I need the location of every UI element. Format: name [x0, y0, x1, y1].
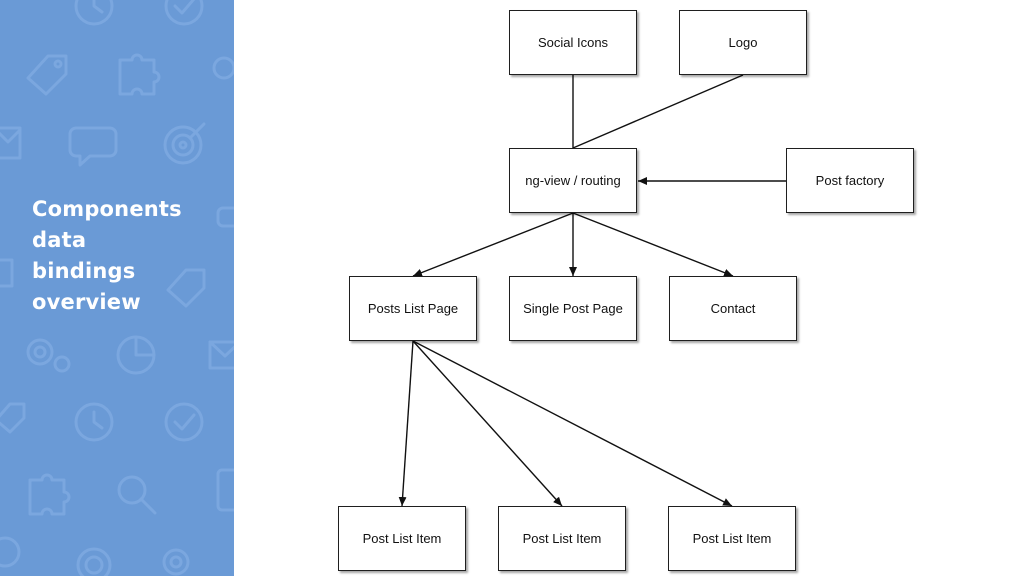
edge-posts-list-to-item-2: [412, 340, 563, 507]
slide-title: Components data bindings overview: [32, 194, 182, 318]
tag-icon: [26, 54, 68, 96]
chat-bubble-icon: [216, 206, 234, 228]
node-posts-list-page: Posts List Page: [349, 276, 477, 341]
slide-title-line: Components: [32, 197, 182, 221]
edge-routing-to-posts-list-page: [412, 212, 574, 277]
node-social-icons: Social Icons: [509, 10, 637, 75]
clock-icon: [74, 0, 114, 26]
node-routing: ng-view / routing: [509, 148, 637, 213]
tag-icon: [166, 268, 206, 308]
target-icon: [163, 122, 206, 165]
clock-icon: [0, 536, 21, 568]
node-post-list-item: Post List Item: [668, 506, 796, 571]
slide-title-line: bindings: [32, 259, 136, 283]
edge-routing-to-contact: [572, 212, 734, 277]
edge-posts-list-to-item-3: [412, 340, 733, 507]
clock-icon: [74, 402, 114, 442]
magnifier-icon: [117, 475, 157, 515]
gear-icon: [26, 338, 71, 373]
envelope-icon: [0, 258, 14, 288]
puzzle-icon: [118, 53, 161, 96]
diagram-canvas: Social Icons Logo ng-view / routing Post…: [234, 0, 1024, 576]
diagram-connectors: [398, 74, 786, 507]
checkmark-icon: [164, 402, 204, 442]
icon-pattern-background: [0, 0, 234, 576]
edge-posts-list-to-item-1: [398, 340, 414, 507]
slide-title-line: data: [32, 228, 87, 252]
puzzle-icon: [28, 473, 71, 516]
pie-chart-icon: [116, 335, 156, 375]
node-post-list-item: Post List Item: [498, 506, 626, 571]
node-contact: Contact: [669, 276, 797, 341]
magnifier-icon: [212, 56, 234, 80]
checkmark-icon: [216, 468, 234, 512]
node-post-factory: Post factory: [786, 148, 914, 213]
node-post-list-item: Post List Item: [338, 506, 466, 571]
target-icon: [76, 547, 112, 576]
sidebar-panel: Components data bindings overview: [0, 0, 234, 576]
edge-logo-to-routing: [572, 74, 744, 149]
chat-bubble-icon: [68, 126, 118, 167]
tag-icon: [0, 402, 26, 434]
checkmark-icon: [164, 0, 204, 26]
node-logo: Logo: [679, 10, 807, 75]
envelope-icon: [208, 340, 234, 370]
node-single-post-page: Single Post Page: [509, 276, 637, 341]
envelope-icon: [0, 126, 22, 160]
slide-title-line: overview: [32, 290, 141, 314]
gear-icon: [162, 548, 190, 576]
